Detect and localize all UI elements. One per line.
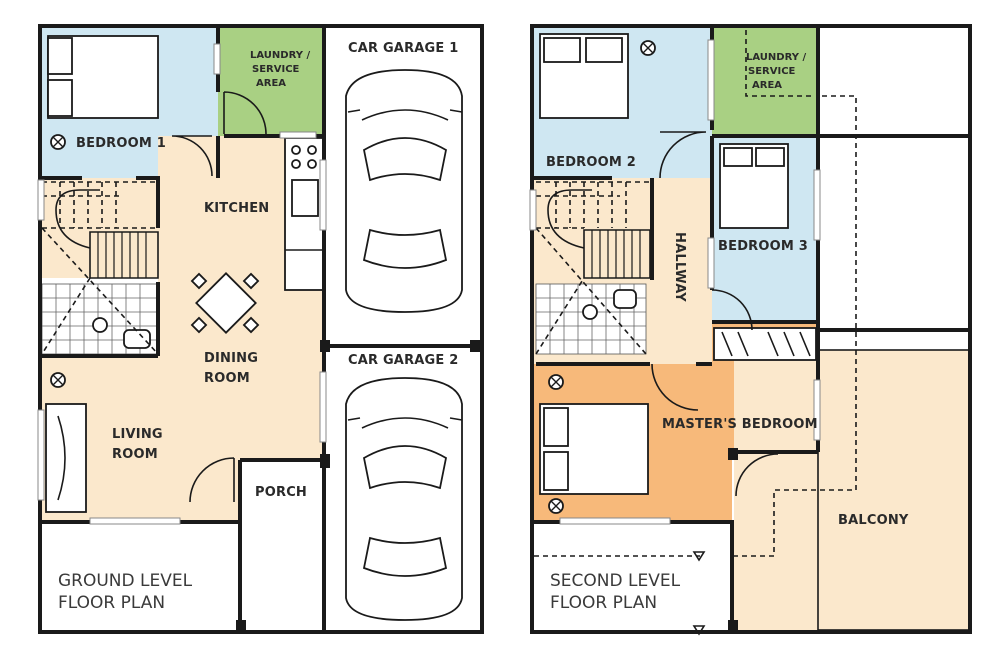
label-bedroom-3: BEDROOM 3 — [718, 239, 808, 254]
laundry-area — [218, 28, 324, 136]
label-dining-2: ROOM — [204, 371, 250, 386]
car-2-icon — [345, 377, 463, 621]
label-garage-2: CAR GARAGE 2 — [348, 353, 458, 368]
stairs-2 — [535, 181, 651, 355]
closet — [713, 327, 817, 361]
second-level-plan: BEDROOM 2 BEDROOM 3 LAUNDRY / SERVICE AR… — [529, 24, 972, 636]
label-laundry-1: LAUNDRY / — [250, 50, 310, 61]
label-laundry-2: SERVICE — [252, 64, 300, 75]
label-bedroom-2: BEDROOM 2 — [546, 155, 636, 170]
second-title-line-1: SECOND LEVEL — [550, 571, 681, 591]
lamp-icon — [548, 374, 564, 390]
label-hallway: HALLWAY — [672, 232, 687, 302]
ground-title-line-1: GROUND LEVEL — [58, 571, 193, 591]
toilet-tiles — [41, 283, 159, 355]
stairs — [41, 181, 159, 355]
label-kitchen: KITCHEN — [204, 201, 269, 216]
sofa — [45, 403, 87, 513]
lamp-icon — [50, 134, 66, 150]
label-living-1: LIVING — [112, 427, 163, 442]
master-bed — [539, 403, 649, 495]
car-1-icon — [345, 69, 463, 313]
label-garage-1: CAR GARAGE 1 — [348, 41, 458, 56]
label-laundry-3: AREA — [256, 78, 286, 89]
second-title-line-2: FLOOR PLAN — [550, 593, 657, 613]
ground-title-line-2: FLOOR PLAN — [58, 593, 165, 613]
toilet-tiles-2 — [535, 283, 647, 355]
laundry-area-2 — [712, 28, 818, 134]
lamp-icon — [548, 498, 564, 514]
bed-3 — [719, 143, 789, 229]
label-living-2: ROOM — [112, 447, 158, 462]
lamp-icon — [50, 372, 66, 388]
label-dining-1: DINING — [204, 351, 258, 366]
living-dining-kitchen-area — [42, 136, 324, 522]
label-balcony: BALCONY — [838, 513, 909, 528]
bed-1 — [47, 35, 159, 119]
ground-level-plan: BEDROOM 1 LAUNDRY / SERVICE AREA KITCHEN… — [37, 24, 484, 634]
label-bedroom-1: BEDROOM 1 — [76, 136, 166, 151]
label-laundry-2-1: LAUNDRY / — [746, 52, 806, 63]
label-master-bedroom: MASTER'S BEDROOM — [662, 417, 818, 432]
label-laundry-2-2: SERVICE — [748, 66, 796, 77]
kitchen-counter — [284, 137, 324, 291]
label-laundry-2-3: AREA — [752, 80, 782, 91]
label-porch: PORCH — [255, 485, 307, 500]
bed-2 — [539, 33, 629, 119]
dining-table — [190, 272, 260, 334]
lamp-icon — [640, 40, 656, 56]
